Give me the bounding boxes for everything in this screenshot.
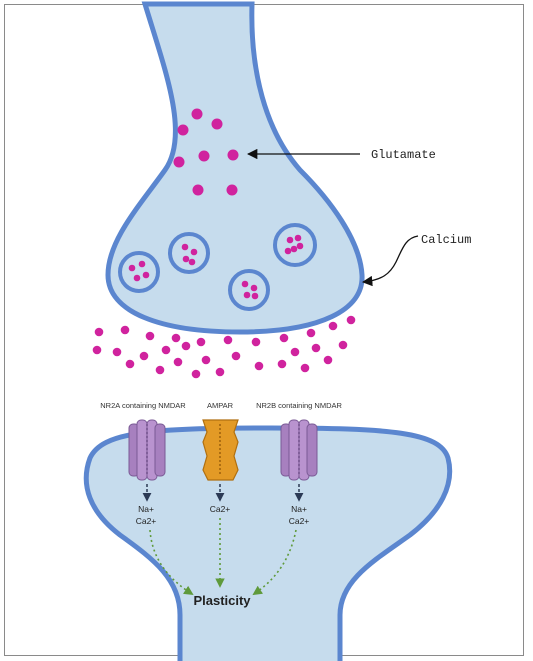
calcium-pointer-arrow (363, 236, 418, 282)
ampar-receptor (203, 420, 238, 480)
calcium-label: Calcium (421, 233, 471, 247)
ion-label-middle-ca: Ca2+ (210, 504, 231, 514)
ion-label-left-na: Na+ (138, 504, 154, 514)
synaptic-vesicle (275, 225, 315, 265)
synaptic-vesicle (120, 253, 158, 291)
synaptic-vesicle (230, 271, 268, 309)
ion-label-right-na: Na+ (291, 504, 307, 514)
nr2b-nmdar-label: NR2B containing NMDAR (256, 401, 342, 410)
synaptic-vesicle (170, 234, 208, 272)
nr2a-nmdar-receptor (129, 420, 165, 480)
nr2b-nmdar-receptor (281, 420, 317, 480)
ion-label-right-ca: Ca2+ (289, 516, 310, 526)
ion-label-left-ca: Ca2+ (136, 516, 157, 526)
glutamate-label: Glutamate (371, 148, 436, 162)
ampar-label: AMPAR (207, 401, 234, 410)
nr2a-nmdar-label: NR2A containing NMDAR (100, 401, 186, 410)
plasticity-label: Plasticity (193, 593, 251, 608)
